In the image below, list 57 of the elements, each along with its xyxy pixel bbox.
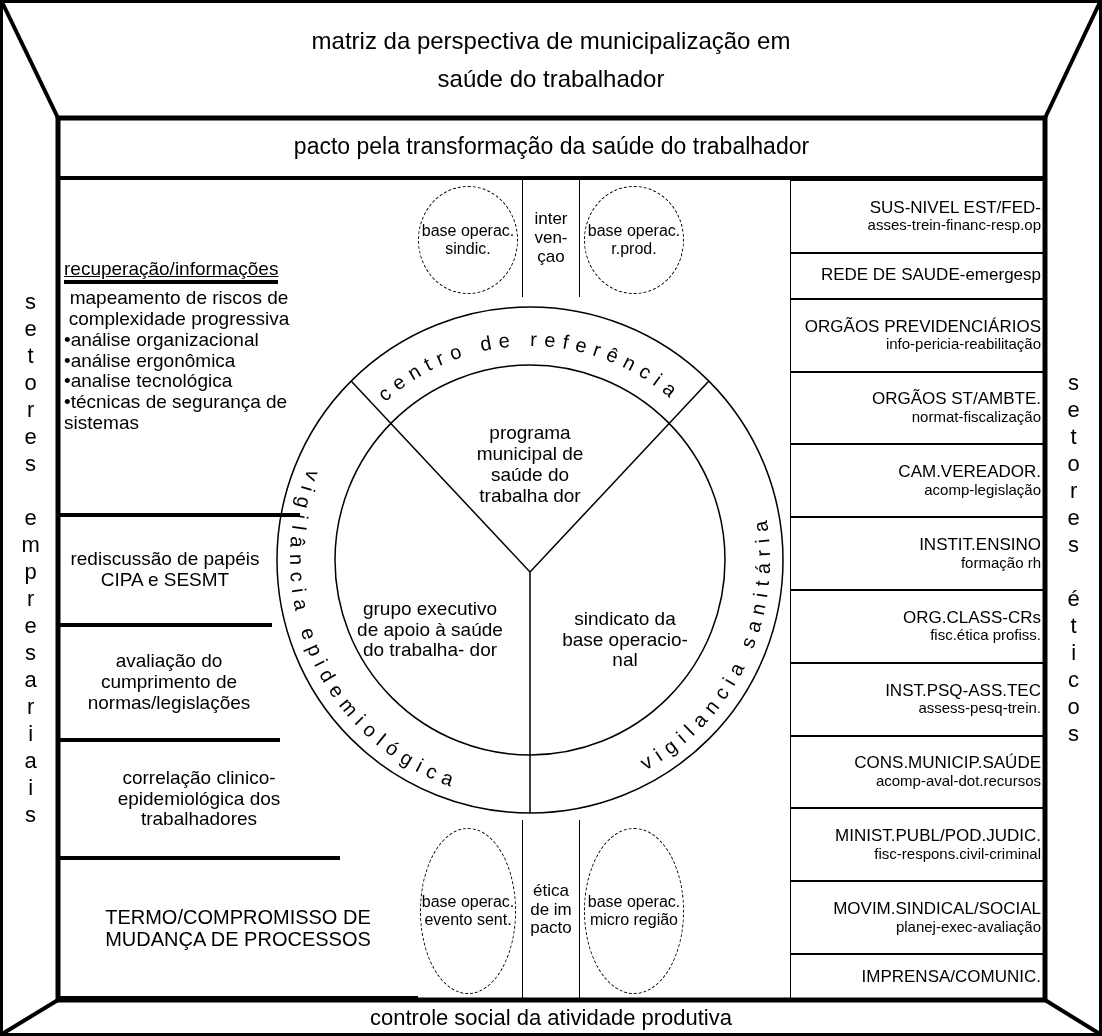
text-box: [790, 590, 1045, 663]
ellipse-text: base operac. evento sent.: [421, 893, 515, 929]
bullet-item: •análise ergonômica: [64, 350, 236, 372]
vertical-label: setores éticos: [1060, 370, 1086, 748]
box-text: INSTIT.ENSINO: [919, 536, 1042, 555]
box-subtext: fisc-respons.civil-criminal: [874, 845, 1042, 863]
text-box: [790, 180, 1045, 253]
box-subtext: planej-exec-avaliação: [895, 918, 1042, 936]
text-box: [790, 808, 1045, 882]
text-box: [790, 298, 1045, 372]
box-text: INST.PSQ-ASS.TEC: [885, 681, 1042, 701]
text-box: [790, 252, 1045, 299]
box-text: ORG.CLASS-CRs: [903, 608, 1042, 628]
box-subtext: formação rh: [960, 554, 1042, 572]
box-text: REDE DE SAUDE-emergesp: [820, 266, 1042, 286]
box-text: rediscussão de papéis CIPA e SESMT: [69, 549, 261, 591]
box-subtext: assess-pesq-trein.: [918, 700, 1042, 717]
ellipse-text: base operac. micro região: [586, 893, 682, 929]
sector-text: sindicato da base operacio- nal: [561, 608, 688, 671]
box-text: correlação clinico-epidemiológica dos trabalhadores: [116, 767, 282, 831]
bullet-item: •análise organizacional: [64, 329, 259, 351]
ellipse-text: base operac. r.prod.: [586, 222, 682, 258]
box-subtext: acomp-legislação: [924, 481, 1042, 499]
underlined-heading: recuperação/informações: [64, 258, 279, 284]
box-text: mapeamento de riscos de complexidade progressiva: [67, 287, 291, 330]
ellipse-text: base operac. sindic.: [420, 222, 516, 258]
heading-text: matriz da perspectiva de municipalização em saúde do trabalhador: [310, 25, 792, 94]
box-text: IMPRENSA/COMUNIC.: [861, 967, 1042, 987]
text-box: [790, 444, 1045, 518]
box-text: ORGÃOS PREVIDENCIÁRIOS: [804, 317, 1042, 337]
box-subtext: acomp-aval-dot.recursos: [875, 773, 1042, 790]
box-subtext: asses-trein-financ-resp.op: [867, 217, 1042, 234]
box-text: MINIST.PUBL/POD.JUDIC.: [835, 827, 1042, 846]
text-box: [790, 881, 1045, 954]
sector-text: programa municipal de saúde do trabalha dor: [475, 423, 585, 507]
box-text: avaliação do cumprimento de normas/legislações: [86, 651, 252, 714]
text-box: [790, 662, 1045, 736]
text-box: [790, 371, 1045, 445]
box-text: MOVIM.SINDICAL/SOCIAL: [833, 900, 1042, 919]
bullet-item: •técnicas de segurança de sistemas: [64, 392, 289, 435]
banner-text: pacto pela transformação da saúde do trabalhador: [293, 134, 810, 160]
bullet-item: •analise tecnológica: [64, 371, 233, 393]
box-subtext: fisc.ética profiss.: [930, 627, 1042, 644]
box-text: CAM.VEREADOR.: [898, 463, 1042, 482]
column-text: ética de im pacto: [529, 881, 573, 939]
text-box: [790, 517, 1045, 590]
heading-text: controle social da atividade produtiva: [370, 1004, 732, 1033]
box-subtext: normat-fiscalização: [911, 409, 1042, 426]
box-text: SUS-NIVEL EST/FED-: [869, 198, 1042, 218]
box-text: CONS.MUNICIP.SAÚDE: [854, 754, 1042, 774]
vertical-label: setores empresariais: [17, 289, 43, 829]
box-text: TERMO/COMPROMISSO DE MUDANÇA DE PROCESSOS: [104, 906, 372, 950]
text-box: [790, 954, 1045, 1000]
box-subtext: info-pericia-reabilitação: [885, 336, 1042, 353]
text-box: [790, 735, 1045, 809]
box-text: ORGÃOS ST/AMBTE.: [871, 390, 1042, 410]
column-text: inter ven- çao: [533, 210, 569, 267]
